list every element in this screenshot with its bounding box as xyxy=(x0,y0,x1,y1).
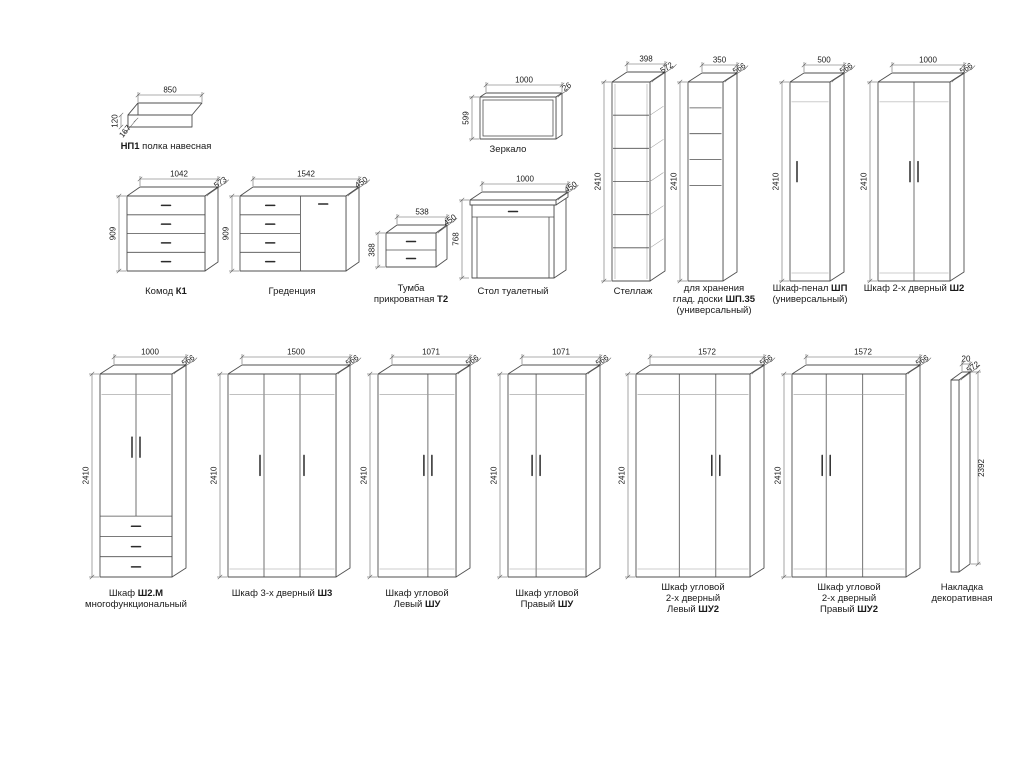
furniture-label: Зеркало xyxy=(490,144,527,155)
furniture-label: Стеллаж xyxy=(614,286,653,297)
furniture-label: Стол туалетный xyxy=(478,286,549,297)
furniture-label: Правый ШУ xyxy=(521,599,574,610)
dimension-label: 538 xyxy=(415,208,429,217)
dimension-label: 566 xyxy=(958,61,975,76)
dimension-label: 566 xyxy=(758,353,775,368)
dimension-label: 566 xyxy=(344,353,361,368)
dimension-label: 850 xyxy=(163,86,177,95)
dimension-label: 566 xyxy=(838,61,855,76)
furniture-label: Шкаф угловой xyxy=(661,582,724,593)
dimension-label: 1042 xyxy=(170,170,188,179)
dimension-label: 566 xyxy=(914,353,931,368)
furniture-label: Правый ШУ2 xyxy=(820,604,878,615)
dimension-label: 2410 xyxy=(490,466,499,484)
dimension-label: 1000 xyxy=(516,175,534,184)
dimension-label: 398 xyxy=(639,55,653,64)
dimension-label: 2410 xyxy=(360,466,369,484)
furniture-label: Комод К1 xyxy=(145,286,187,297)
furniture-label: 2-х дверный xyxy=(822,593,876,604)
furniture-label: Шкаф угловой xyxy=(515,588,578,599)
dimension-label: 599 xyxy=(462,111,471,125)
dimension-label: 1572 xyxy=(854,348,872,357)
dimension-label: 1071 xyxy=(552,348,570,357)
furniture-label: Левый ШУ xyxy=(394,599,441,610)
dimension-label: 1572 xyxy=(698,348,716,357)
furniture-label: (универсальный) xyxy=(772,294,847,305)
dimension-label: 500 xyxy=(817,56,831,65)
dimension-label: 1000 xyxy=(141,348,159,357)
furniture-label: Греденция xyxy=(269,286,316,297)
dimension-label: 450 xyxy=(442,212,459,227)
furniture-label: НП1 полка навесная xyxy=(121,141,212,152)
furniture-label: 2-х дверный xyxy=(666,593,720,604)
dimension-label: 2410 xyxy=(860,172,869,190)
dimension-label: 768 xyxy=(452,232,461,246)
dimension-label: 120 xyxy=(111,114,120,128)
dimension-label: 20 xyxy=(962,355,971,364)
dimension-label: 450 xyxy=(563,179,580,194)
dimension-label: 1071 xyxy=(422,348,440,357)
furniture-label: глад. доски ШП.35 xyxy=(673,294,756,305)
dimension-label: 566 xyxy=(180,353,197,368)
furniture-label: для хранения xyxy=(684,283,744,294)
dimension-label: 1500 xyxy=(287,348,305,357)
dimension-label: 350 xyxy=(713,56,727,65)
furniture-label: (универсальный) xyxy=(676,305,751,316)
dimension-label: 2410 xyxy=(594,172,603,190)
furniture-label: Шкаф 2-х дверный Ш2 xyxy=(864,283,965,294)
dimension-label: 2410 xyxy=(618,466,627,484)
dimension-label: 2410 xyxy=(772,172,781,190)
dimension-label: 566 xyxy=(731,61,748,76)
furniture-label: Накладка xyxy=(941,582,984,593)
furniture-label: Шкаф угловой xyxy=(817,582,880,593)
dimension-label: 573 xyxy=(212,175,229,190)
dimension-label: 1542 xyxy=(297,170,315,179)
furniture-label: декоративная xyxy=(931,593,992,604)
dimension-label: 2410 xyxy=(670,172,679,190)
dimension-label: 1000 xyxy=(515,76,533,85)
dimension-label: 2410 xyxy=(210,466,219,484)
furniture-label: прикроватная Т2 xyxy=(374,294,448,305)
dimension-label: 572 xyxy=(659,60,676,75)
dimension-label: 2410 xyxy=(82,466,91,484)
dimension-label: 566 xyxy=(464,353,481,368)
dimension-label: 450 xyxy=(353,175,370,190)
dimension-label: 26 xyxy=(561,80,574,93)
furniture-label: Шкаф Ш2.М xyxy=(109,588,163,599)
dimension-label: 1000 xyxy=(919,56,937,65)
furniture-label: Шкаф 3-х дверный Ш3 xyxy=(232,588,333,599)
furniture-label: Шкаф угловой xyxy=(385,588,448,599)
dimension-label: 566 xyxy=(594,353,611,368)
furniture-label: многофункциональный xyxy=(85,599,187,610)
furniture-label: Шкаф-пенал ШП xyxy=(773,283,848,294)
furniture-label: Левый ШУ2 xyxy=(667,604,719,615)
furniture-label: Тумба xyxy=(398,283,426,294)
dimension-label: 388 xyxy=(368,243,377,257)
dimension-label: 2392 xyxy=(977,459,986,477)
dimension-label: 909 xyxy=(222,226,231,240)
dimension-label: 909 xyxy=(109,226,118,240)
dimension-label: 2410 xyxy=(774,466,783,484)
